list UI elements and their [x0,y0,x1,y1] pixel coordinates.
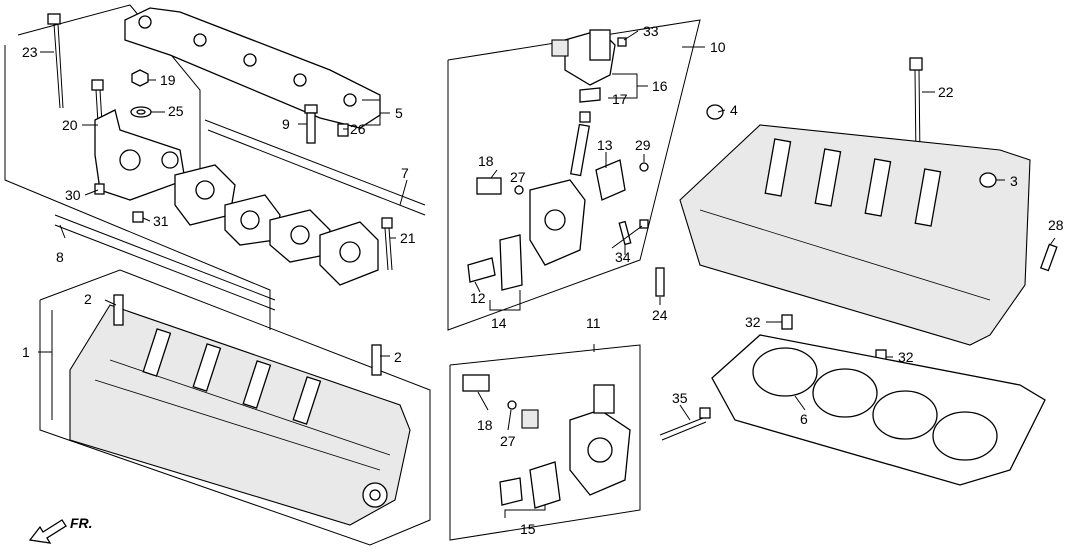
callout-2-right: 2 [394,349,402,365]
callout-20: 20 [62,117,78,133]
cylinder-head-left [69,304,411,526]
callout-16: 16 [652,78,668,94]
callout-2-left: 2 [84,291,92,307]
callout-7: 7 [401,165,409,181]
callout-10: 10 [710,39,726,55]
callout-31: 31 [153,213,169,229]
dowel-pin-2-right [371,344,382,376]
rocker-shaft-7 [204,119,426,216]
bolt-19 [131,69,149,87]
callout-12: 12 [470,290,486,306]
bolt-34 [611,219,649,249]
callout-18-upper: 18 [478,153,494,169]
frame-cylinder-head [39,269,431,546]
callout-1: 1 [22,344,30,360]
cylinder-head-right [679,104,1031,346]
callout-6: 6 [800,411,808,427]
washer-25 [130,106,152,118]
rocker-shaft-8 [54,214,276,311]
callout-23: 23 [22,44,38,60]
front-label: FR. [70,515,93,531]
frame-line [4,45,271,330]
frame-solenoid-lower [449,344,641,541]
callout-34: 34 [615,249,631,265]
head-gasket-6 [711,334,1046,486]
bolt-21 [381,217,393,271]
stud-28 [1039,243,1058,272]
callout-27-lower: 27 [500,433,516,449]
collar-26 [337,123,349,137]
callout-13: 13 [597,137,613,153]
rocker-arm-assembly [94,109,379,286]
callout-5: 5 [395,105,403,121]
callout-3: 3 [1010,173,1018,189]
leader-lines [38,30,1056,518]
arrow-front-icon [28,519,67,544]
callout-28: 28 [1048,217,1064,233]
vtec-solenoid-lower [462,374,631,509]
callout-25: 25 [168,103,184,119]
callout-18-lower: 18 [477,417,493,433]
callout-27-upper: 27 [510,169,526,185]
callout-9: 9 [282,116,290,132]
callout-8: 8 [56,249,64,265]
callout-4: 4 [730,102,738,118]
callout-11: 11 [586,315,601,331]
front-direction-indicator: FR. [28,515,93,544]
callout-30: 30 [65,187,81,203]
callout-32-upper: 32 [745,314,761,330]
callout-32-lower: 32 [898,349,914,365]
callout-21: 21 [400,230,416,246]
rocker-shaft-holder-top [124,7,381,129]
dowel-pin-2-left [113,294,124,326]
vtec-solenoid-upper [467,29,649,291]
dowel-32-upper [781,314,793,330]
callout-15: 15 [520,521,536,537]
callouts: 23 19 25 20 30 31 8 9 26 5 7 21 2 1 2 10… [22,23,1064,537]
callout-24: 24 [652,307,668,323]
callout-29: 29 [635,137,651,153]
stud-24 [655,267,665,297]
bolt-23 [47,13,64,109]
callout-33: 33 [643,23,659,39]
bolt-9 [304,104,318,144]
bolt-35 [659,407,711,441]
callout-14: 14 [491,315,507,331]
frame-solenoid-upper [447,19,701,331]
callout-17: 17 [612,91,628,107]
callout-35: 35 [672,390,688,406]
callout-26: 26 [350,121,366,137]
frame-line [17,4,131,36]
callout-19: 19 [160,72,176,88]
callout-22: 22 [938,84,954,100]
